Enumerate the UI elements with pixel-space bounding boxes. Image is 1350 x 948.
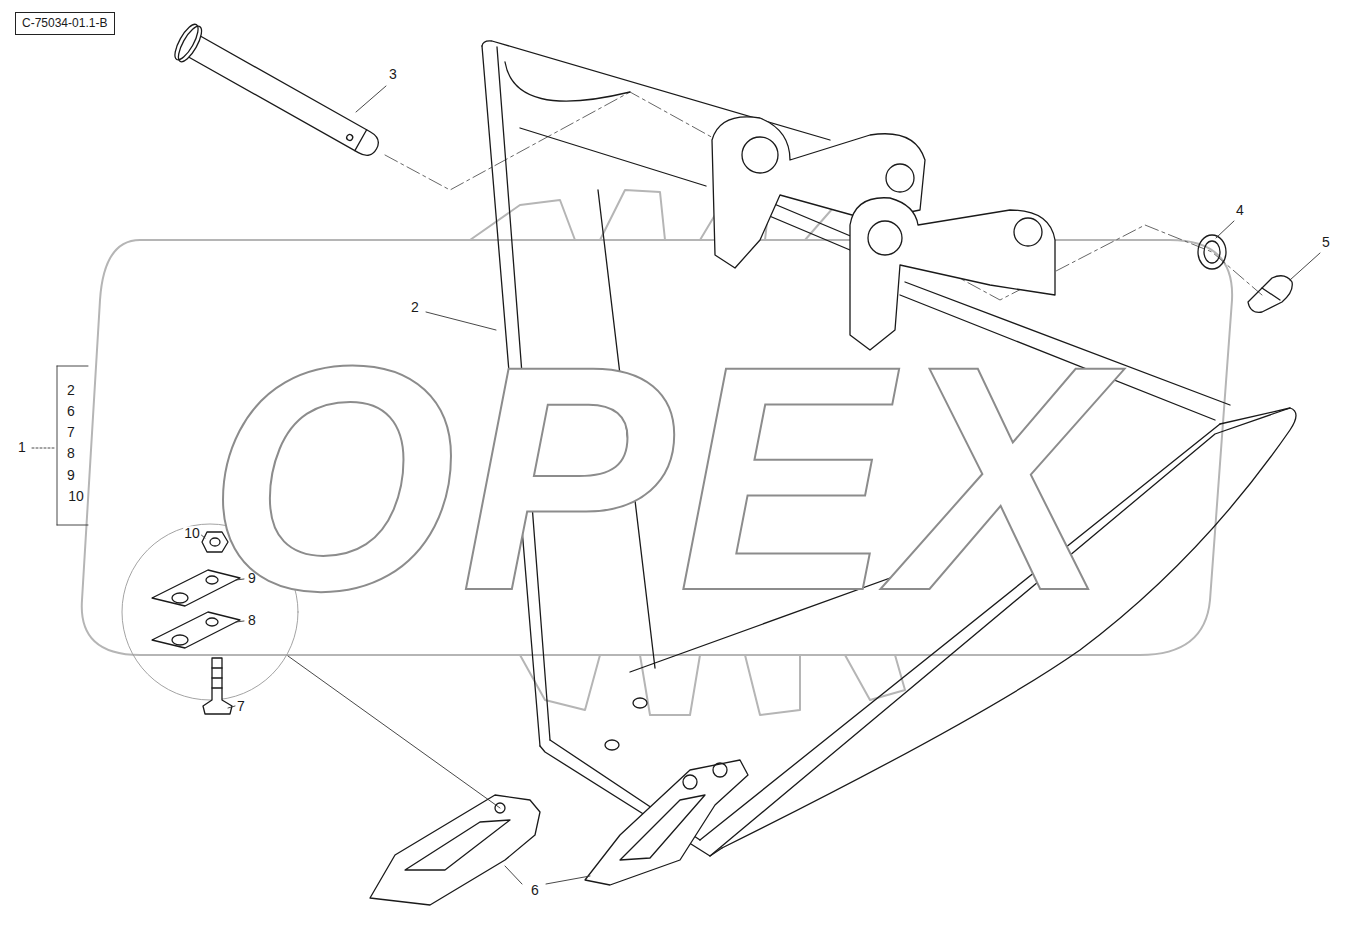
- leader-lines: [32, 86, 1320, 884]
- callout-number: 5: [1321, 235, 1331, 250]
- callout-number: 8: [66, 446, 76, 461]
- watermark: OPEX: [207, 318, 1112, 638]
- callout-number: 10: [183, 526, 201, 541]
- callout-number: 4: [1235, 203, 1245, 218]
- callout-number: 2: [410, 300, 420, 315]
- drawing-number: C-75034-01.1-B: [22, 16, 108, 30]
- callout-number: 2: [66, 383, 76, 398]
- pin: [171, 21, 387, 166]
- callout-number: 10: [67, 489, 85, 504]
- callout-number: 1: [17, 440, 27, 455]
- callout-number: 6: [530, 883, 540, 898]
- callout-number: 7: [236, 699, 246, 714]
- callout-number: 9: [66, 468, 76, 483]
- callout-number: 7: [66, 425, 76, 440]
- callout-number: 3: [388, 67, 398, 82]
- callout-number: 6: [66, 404, 76, 419]
- drawing-number-box: C-75034-01.1-B: [15, 12, 115, 35]
